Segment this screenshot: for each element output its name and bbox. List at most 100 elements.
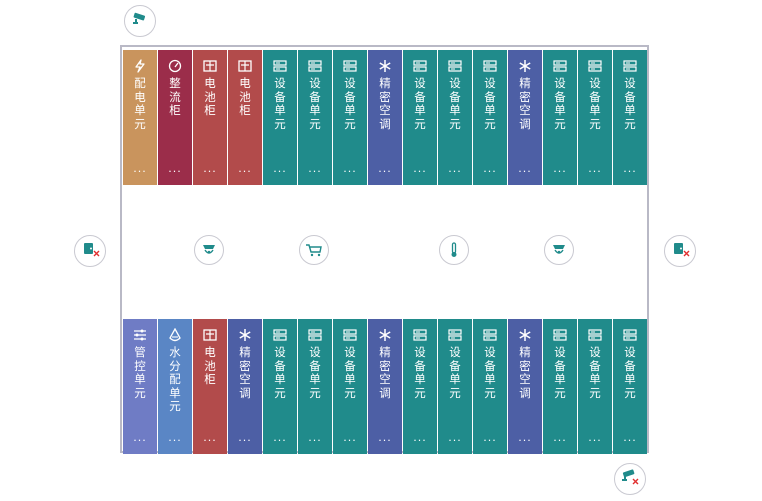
- cabinet-label: 设备单元: [589, 345, 601, 400]
- cabinet-more-button[interactable]: ...: [483, 162, 497, 175]
- aisle-sensor-4[interactable]: [544, 235, 574, 265]
- cabinet-label: 设备单元: [414, 76, 426, 131]
- cabinet-label: 设备单元: [414, 345, 426, 400]
- cabinet-more-button[interactable]: ...: [518, 431, 532, 444]
- cabinet-pdu[interactable]: 配电单元...: [123, 50, 157, 185]
- cabinet-row-bottom: 管控单元...水分配单元...电池柜...精密空调...设备单元...设备单元.…: [123, 319, 647, 454]
- cabinet-equipment[interactable]: 设备单元...: [438, 50, 472, 185]
- cabinet-aircon[interactable]: 精密空调...: [508, 50, 542, 185]
- bolt-icon: [133, 59, 147, 73]
- cabinet-row-top: 配电单元...整流柜...电池柜...电池柜...设备单元...设备单元...设…: [123, 50, 647, 185]
- cabinet-water[interactable]: 水分配单元...: [158, 319, 192, 454]
- cabinet-more-button[interactable]: ...: [133, 162, 147, 175]
- cabinet-more-button[interactable]: ...: [343, 162, 357, 175]
- cabinet-equipment[interactable]: 设备单元...: [333, 319, 367, 454]
- cabinet-more-button[interactable]: ...: [518, 162, 532, 175]
- cabinet-more-button[interactable]: ...: [168, 162, 182, 175]
- cabinet-label: 设备单元: [449, 76, 461, 131]
- cabinet-equipment[interactable]: 设备单元...: [543, 50, 577, 185]
- server-icon: [553, 59, 567, 73]
- cabinet-more-button[interactable]: ...: [413, 431, 427, 444]
- cabinet-more-button[interactable]: ...: [308, 431, 322, 444]
- door-sensor-fault-icon: [79, 240, 101, 262]
- cabinet-more-button[interactable]: ...: [623, 162, 637, 175]
- cabinet-equipment[interactable]: 设备单元...: [403, 50, 437, 185]
- cabinet-rectifier[interactable]: 整流柜...: [158, 50, 192, 185]
- cabinet-equipment[interactable]: 设备单元...: [298, 319, 332, 454]
- cabinet-equipment[interactable]: 设备单元...: [263, 319, 297, 454]
- cabinet-label: 精密空调: [519, 76, 531, 131]
- cabinet-more-button[interactable]: ...: [238, 431, 252, 444]
- cabinet-more-button[interactable]: ...: [133, 431, 147, 444]
- cabinet-more-button[interactable]: ...: [448, 431, 462, 444]
- cabinet-equipment[interactable]: 设备单元...: [298, 50, 332, 185]
- cabinet-equipment[interactable]: 设备单元...: [613, 50, 647, 185]
- cabinet-more-button[interactable]: ...: [273, 162, 287, 175]
- cabinet-more-button[interactable]: ...: [413, 162, 427, 175]
- door-sensor-left[interactable]: [74, 235, 106, 267]
- cabinet-aircon[interactable]: 精密空调...: [228, 319, 262, 454]
- cabinet-more-button[interactable]: ...: [378, 431, 392, 444]
- cabinet-aircon[interactable]: 精密空调...: [508, 319, 542, 454]
- cabinet-equipment[interactable]: 设备单元...: [613, 319, 647, 454]
- cabinet-more-button[interactable]: ...: [623, 431, 637, 444]
- cabinet-more-button[interactable]: ...: [203, 431, 217, 444]
- cabinet-more-button[interactable]: ...: [238, 162, 252, 175]
- snowflake-icon: [518, 328, 532, 342]
- cabinet-pipe[interactable]: 管控单元...: [123, 319, 157, 454]
- aisle-sensor-1[interactable]: [194, 235, 224, 265]
- cabinet-label: 管控单元: [134, 345, 146, 400]
- cabinet-label: 设备单元: [624, 76, 636, 131]
- cabinet-label: 精密空调: [379, 76, 391, 131]
- aisle-sensor-2[interactable]: [299, 235, 329, 265]
- server-icon: [448, 328, 462, 342]
- cabinet-label: 设备单元: [449, 345, 461, 400]
- server-icon: [343, 59, 357, 73]
- cabinet-label: 精密空调: [379, 345, 391, 400]
- cabinet-label: 配电单元: [134, 76, 146, 131]
- cabinet-more-button[interactable]: ...: [203, 162, 217, 175]
- machine-room: 配电单元...整流柜...电池柜...电池柜...设备单元...设备单元...设…: [120, 45, 649, 454]
- cabinet-equipment[interactable]: 设备单元...: [543, 319, 577, 454]
- camera-bottom[interactable]: [614, 463, 646, 495]
- server-icon: [588, 328, 602, 342]
- server-icon: [413, 59, 427, 73]
- server-icon: [273, 328, 287, 342]
- cabinet-battery[interactable]: 电池柜...: [193, 50, 227, 185]
- cabinet-label: 精密空调: [239, 345, 251, 400]
- cabinet-label: 电池柜: [204, 345, 216, 386]
- cabinet-equipment[interactable]: 设备单元...: [473, 50, 507, 185]
- cabinet-label: 设备单元: [624, 345, 636, 400]
- cabinet-more-button[interactable]: ...: [588, 431, 602, 444]
- cabinet-aircon[interactable]: 精密空调...: [368, 50, 402, 185]
- cabinet-more-button[interactable]: ...: [273, 431, 287, 444]
- cabinet-equipment[interactable]: 设备单元...: [473, 319, 507, 454]
- cabinet-more-button[interactable]: ...: [378, 162, 392, 175]
- server-icon: [588, 59, 602, 73]
- cabinet-label: 精密空调: [519, 345, 531, 400]
- cabinet-battery[interactable]: 电池柜...: [193, 319, 227, 454]
- server-icon: [623, 328, 637, 342]
- cabinet-more-button[interactable]: ...: [308, 162, 322, 175]
- cabinet-more-button[interactable]: ...: [448, 162, 462, 175]
- cabinet-more-button[interactable]: ...: [588, 162, 602, 175]
- cabinet-equipment[interactable]: 设备单元...: [403, 319, 437, 454]
- battery-icon: [238, 59, 252, 73]
- cabinet-equipment[interactable]: 设备单元...: [263, 50, 297, 185]
- cabinet-more-button[interactable]: ...: [553, 162, 567, 175]
- cabinet-more-button[interactable]: ...: [168, 431, 182, 444]
- cabinet-equipment[interactable]: 设备单元...: [578, 50, 612, 185]
- cabinet-equipment[interactable]: 设备单元...: [578, 319, 612, 454]
- cabinet-more-button[interactable]: ...: [553, 431, 567, 444]
- server-icon: [273, 59, 287, 73]
- cabinet-more-button[interactable]: ...: [483, 431, 497, 444]
- cabinet-equipment[interactable]: 设备单元...: [438, 319, 472, 454]
- cabinet-aircon[interactable]: 精密空调...: [368, 319, 402, 454]
- camera-top[interactable]: [124, 5, 156, 37]
- aisle-sensor-3[interactable]: [439, 235, 469, 265]
- door-sensor-right[interactable]: [664, 235, 696, 267]
- cabinet-more-button[interactable]: ...: [343, 431, 357, 444]
- cabinet-label: 设备单元: [554, 345, 566, 400]
- cabinet-equipment[interactable]: 设备单元...: [333, 50, 367, 185]
- cabinet-battery[interactable]: 电池柜...: [228, 50, 262, 185]
